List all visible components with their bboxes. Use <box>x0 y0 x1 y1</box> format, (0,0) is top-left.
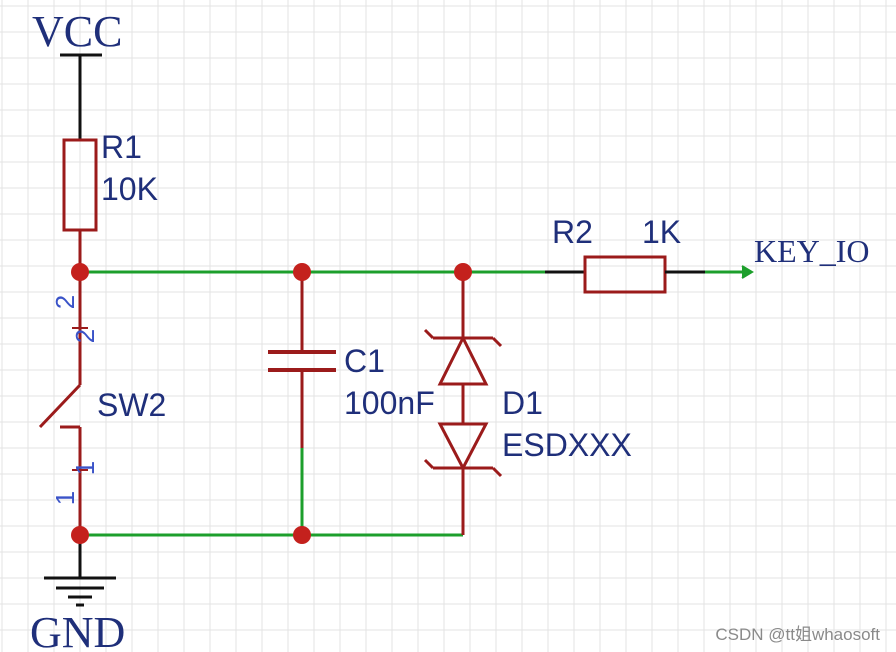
junction-dot <box>293 263 311 281</box>
sw2-pin-bottom-number-b: 1 <box>50 491 80 505</box>
switch-sw2: SW2 2 2 1 1 <box>38 272 166 535</box>
d1-value: ESDXXX <box>502 427 632 463</box>
tvs-diode-d1: D1 ESDXXX <box>423 272 632 535</box>
key-io-label: KEY_IO <box>754 233 870 269</box>
watermark-text: CSDN @tt姐whaosoft <box>715 625 880 644</box>
c1-ref: C1 <box>344 343 385 379</box>
resistor-r2: R2 1K <box>545 214 705 294</box>
junction-dot <box>71 526 89 544</box>
sw2-ref: SW2 <box>97 387 166 423</box>
gnd-label: GND <box>30 608 125 652</box>
c1-value: 100nF <box>344 385 435 421</box>
resistor-r1: R1 10K <box>62 129 158 272</box>
junction-dot <box>454 263 472 281</box>
r1-ref: R1 <box>101 129 142 165</box>
sw2-pin-top-number-b: 2 <box>70 329 100 343</box>
vcc-symbol: VCC <box>32 7 122 140</box>
gnd-symbol: GND <box>30 535 125 652</box>
d1-ref: D1 <box>502 385 543 421</box>
junctions <box>71 263 472 544</box>
r1-value: 10K <box>101 171 158 207</box>
sw2-pin-bottom-number: 1 <box>70 461 100 475</box>
r2-ref: R2 <box>552 214 593 250</box>
junction-dot <box>71 263 89 281</box>
r2-value: 1K <box>642 214 681 250</box>
capacitor-c1: C1 100nF <box>268 272 435 448</box>
junction-dot <box>293 526 311 544</box>
vcc-label: VCC <box>32 7 122 56</box>
sw2-pin-top-number: 2 <box>50 295 80 309</box>
net-port-key-io: KEY_IO <box>741 233 870 279</box>
